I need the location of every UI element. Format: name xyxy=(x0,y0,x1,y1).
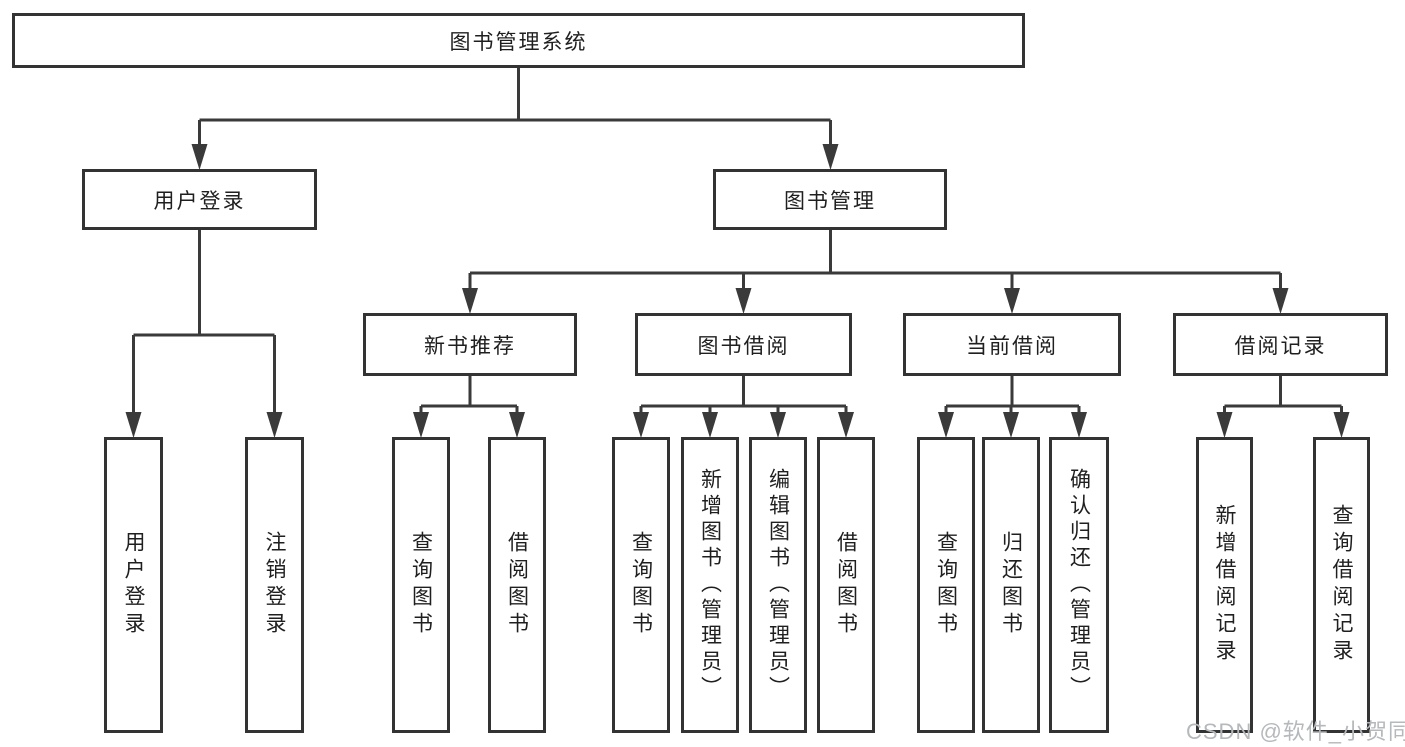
leaf-query-borrow-record: 查询借阅记录 xyxy=(1313,437,1370,733)
leaf-add-books-admin: 新增图书（管理员） xyxy=(681,437,739,733)
leaf-borrow-books-recommend: 借阅图书 xyxy=(488,437,546,733)
node-new-book-recommend-label: 新书推荐 xyxy=(424,334,516,358)
leaf-edit-books-admin: 编辑图书（管理员） xyxy=(749,437,807,733)
node-root: 图书管理系统 xyxy=(12,13,1025,68)
leaf-query-borrow-record-label: 查询借阅记录 xyxy=(1330,504,1353,666)
node-current-borrow-label: 当前借阅 xyxy=(966,334,1058,358)
leaf-logout-label: 注销登录 xyxy=(263,531,286,639)
node-book-borrow: 图书借阅 xyxy=(635,313,852,376)
leaf-query-books-borrow: 查询图书 xyxy=(612,437,670,733)
node-root-label: 图书管理系统 xyxy=(449,30,588,54)
leaf-add-borrow-record-label: 新增借阅记录 xyxy=(1213,504,1236,666)
node-current-borrow: 当前借阅 xyxy=(903,313,1121,376)
node-new-book-recommend: 新书推荐 xyxy=(363,313,577,376)
leaf-query-books-recommend-label: 查询图书 xyxy=(409,531,433,639)
watermark: CSDN @软件_小贺同学 xyxy=(1186,719,1405,744)
node-user-login-label: 用户登录 xyxy=(153,189,246,213)
leaf-edit-books-admin-label: 编辑图书（管理员） xyxy=(766,468,790,702)
leaf-add-books-admin-label: 新增图书（管理员） xyxy=(698,468,722,702)
leaf-query-books-recommend: 查询图书 xyxy=(392,437,450,733)
node-borrow-records: 借阅记录 xyxy=(1173,313,1388,376)
leaf-borrow-books-label: 借阅图书 xyxy=(834,531,858,639)
leaf-return-books-label: 归还图书 xyxy=(999,531,1023,639)
node-user-login: 用户登录 xyxy=(82,169,317,230)
node-book-management: 图书管理 xyxy=(713,169,947,230)
leaf-user-login: 用户登录 xyxy=(104,437,163,733)
leaf-user-login-label: 用户登录 xyxy=(122,531,145,639)
leaf-confirm-return-admin-label: 确认归还（管理员） xyxy=(1067,468,1091,702)
node-borrow-records-label: 借阅记录 xyxy=(1234,334,1327,358)
leaf-borrow-books-recommend-label: 借阅图书 xyxy=(505,531,529,639)
leaf-query-books-current-label: 查询图书 xyxy=(934,531,958,639)
leaf-add-borrow-record: 新增借阅记录 xyxy=(1196,437,1253,733)
leaf-confirm-return-admin: 确认归还（管理员） xyxy=(1049,437,1109,733)
arrowheads xyxy=(125,144,1350,438)
leaf-query-books-borrow-label: 查询图书 xyxy=(629,531,653,639)
leaf-borrow-books: 借阅图书 xyxy=(817,437,875,733)
node-book-borrow-label: 图书借阅 xyxy=(697,334,790,358)
leaf-query-books-current: 查询图书 xyxy=(917,437,975,733)
leaf-logout: 注销登录 xyxy=(245,437,304,733)
node-book-management-label: 图书管理 xyxy=(784,189,876,213)
leaf-return-books: 归还图书 xyxy=(982,437,1040,733)
